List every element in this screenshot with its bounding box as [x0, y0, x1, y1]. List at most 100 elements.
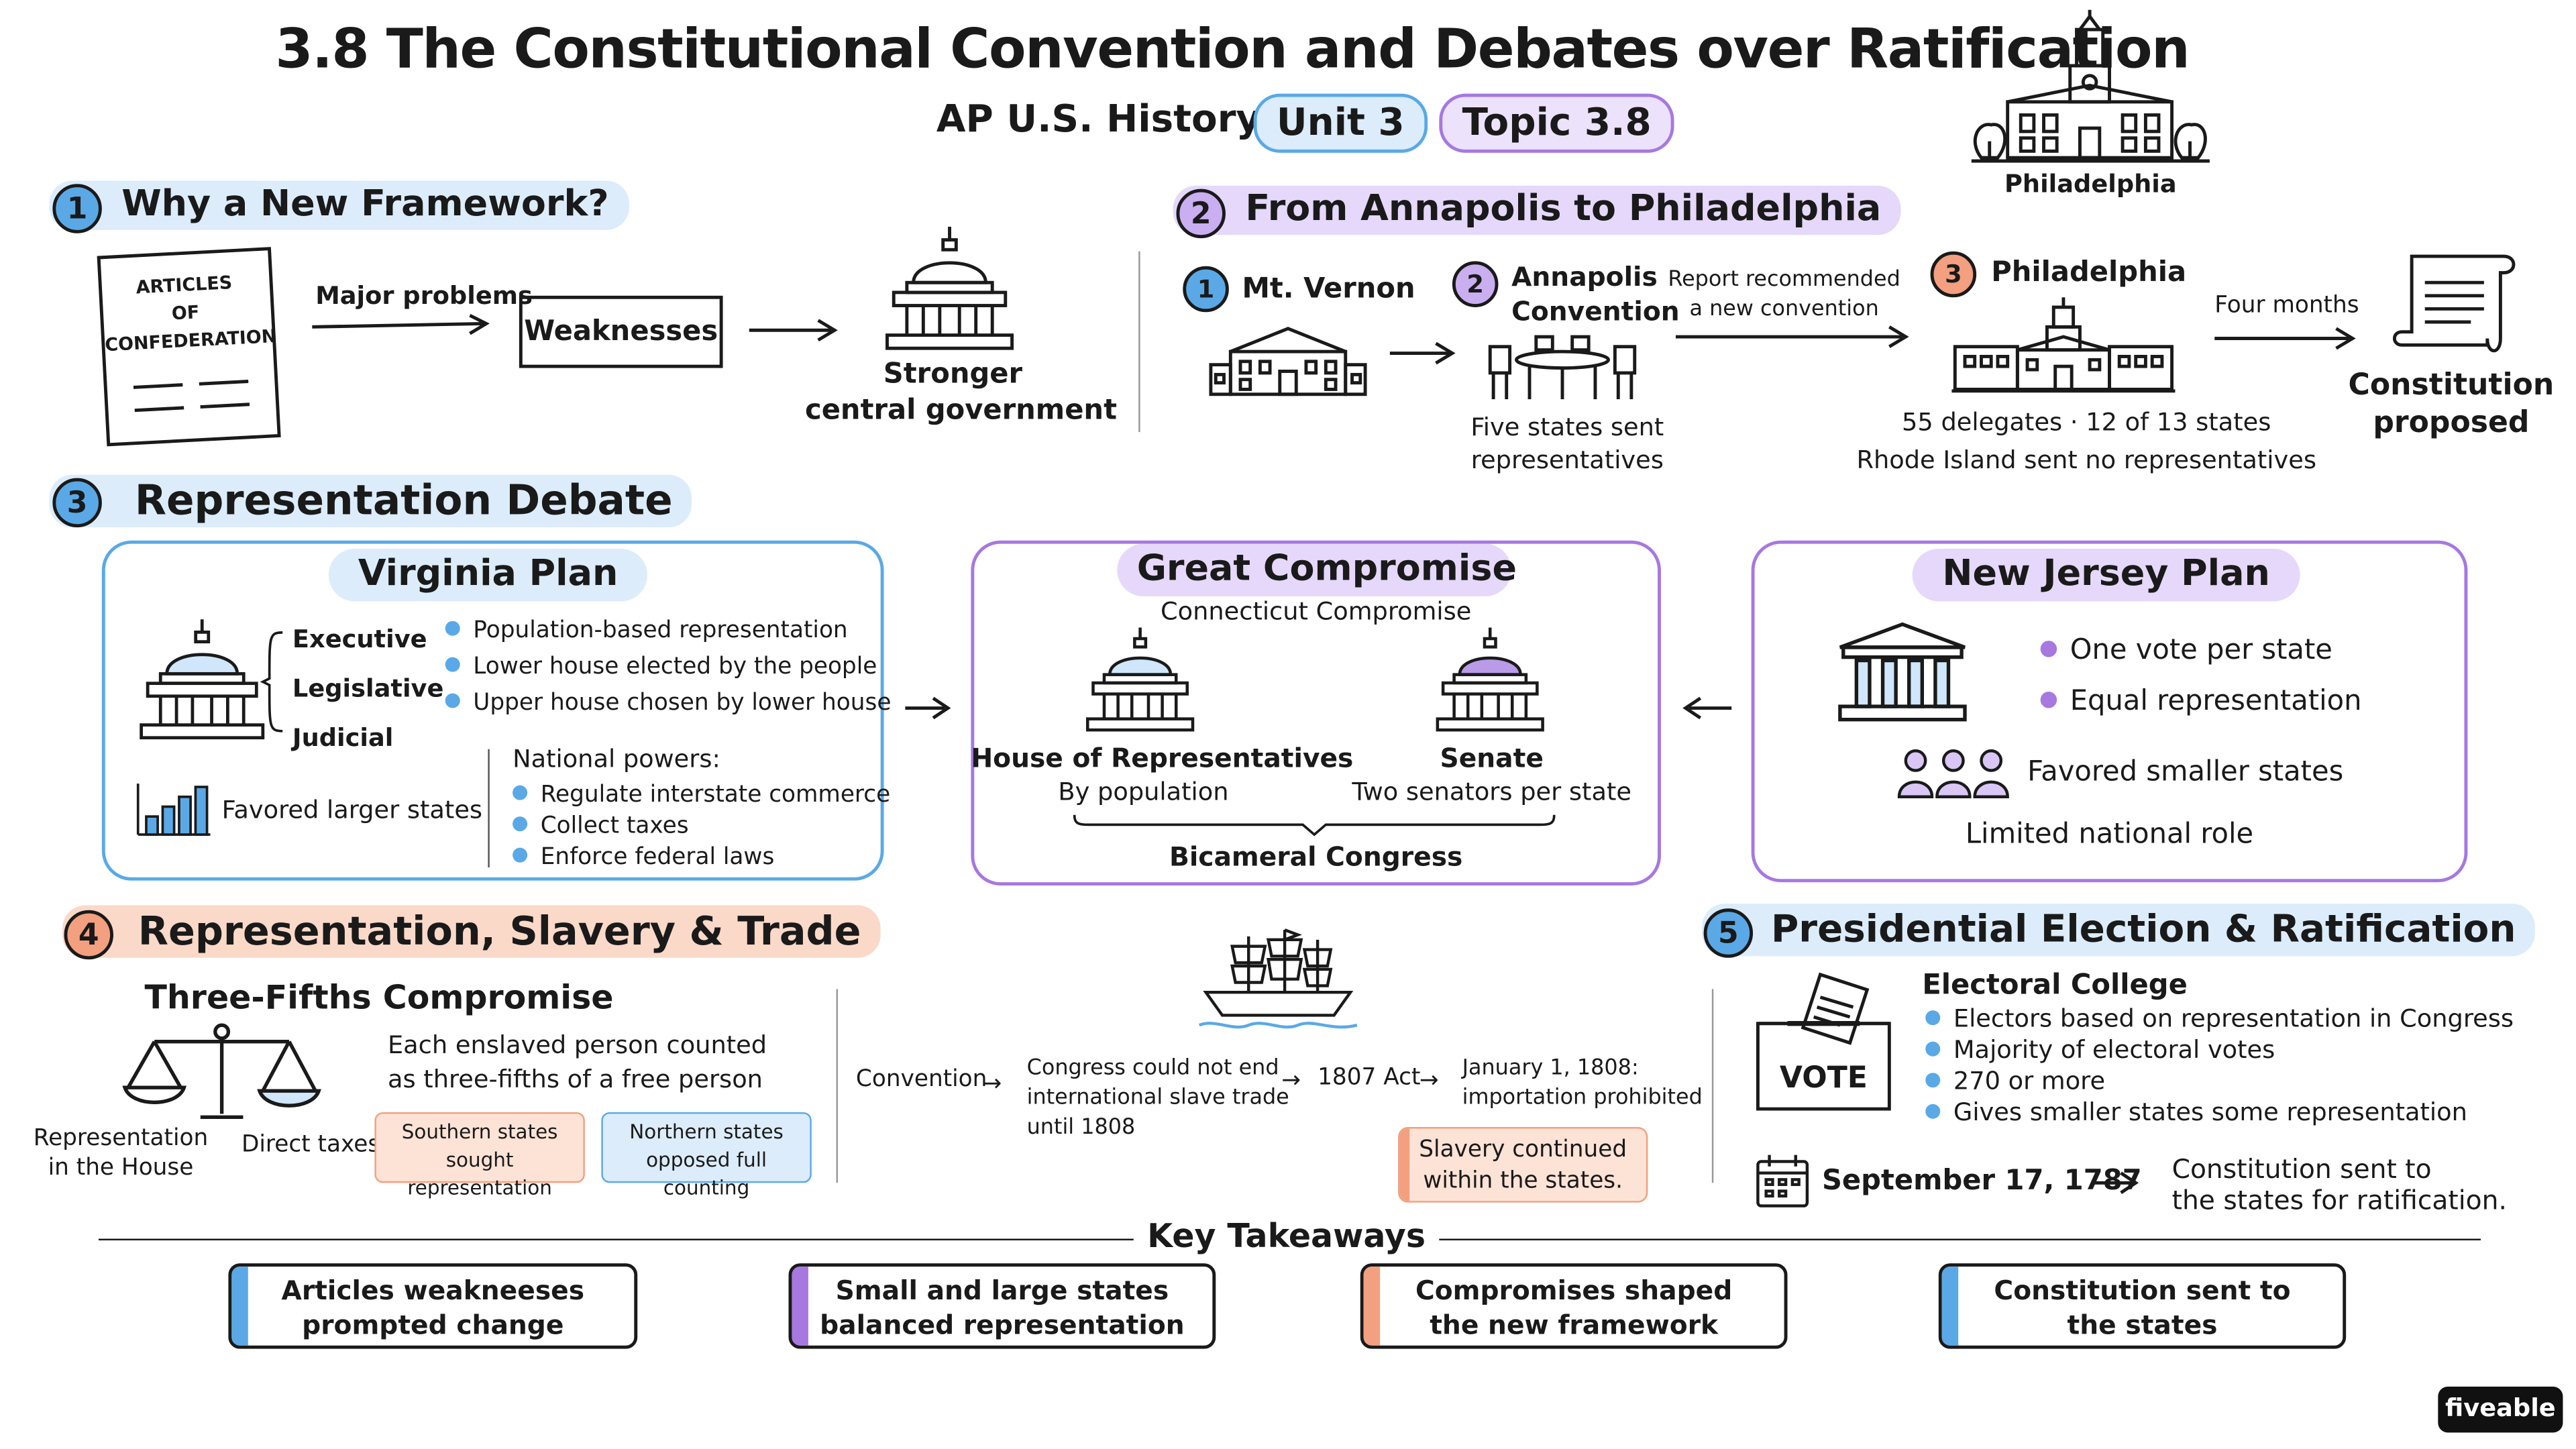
takeaway-line: the states — [2067, 1309, 2218, 1341]
constitution-scroll-icon — [2393, 254, 2516, 353]
vote-label: VOTE — [1779, 1061, 1868, 1096]
northern-line: opposed full counting — [646, 1148, 767, 1199]
result-line: Stronger — [883, 358, 1023, 391]
arrow-icon — [1389, 341, 1456, 365]
caption-line: Rhode Island sent no representatives — [1856, 445, 2316, 475]
list-item: Equal representation — [2040, 677, 2362, 728]
section4-title: Representation, Slavery & Trade — [138, 908, 861, 955]
description-line: Each enslaved person counted — [387, 1030, 767, 1060]
arrow-icon — [749, 319, 838, 342]
ballot-box-icon — [1756, 972, 1891, 1111]
slavery-line: Slavery continued — [1419, 1136, 1627, 1163]
constitution-proposed-label: Constitution proposed — [2346, 366, 2556, 442]
capitol-icon — [140, 619, 265, 740]
virginia-favored: Favored larger states — [221, 795, 483, 825]
signing-date: September 17, 1787 — [1821, 1165, 2142, 1198]
southern-line: Southern states — [401, 1120, 558, 1144]
divider — [1138, 251, 1140, 433]
section3-number: 3 — [52, 478, 102, 528]
southern-line: sought representation — [407, 1148, 552, 1199]
new-jersey-plan-panel — [1751, 540, 2468, 883]
virginia-plan-title: Virginia Plan — [328, 548, 648, 602]
annapolis-line: Annapolis — [1511, 261, 1658, 292]
house-label: House of Representatives — [971, 742, 1354, 774]
course-label: AP U.S. History — [936, 98, 1261, 142]
scale-left-line: in the House — [48, 1155, 194, 1181]
section5-title: Presidential Election & Ratification — [1771, 908, 2516, 951]
bar-chart-icon — [136, 784, 211, 836]
importation-date-text: January 1, 1808: importation prohibited — [1462, 1055, 1703, 1114]
ratification-text: Constitution sent to the states for rati… — [2172, 1153, 2507, 1216]
list-item: Lower house elected by the people — [445, 649, 892, 685]
list-item: Population-based representation — [445, 612, 892, 649]
arrow-right-icon — [905, 696, 951, 720]
takeaway-line: the new framework — [1430, 1309, 1719, 1341]
scale-left-line: Representation — [33, 1125, 209, 1152]
page-title: 3.8 The Constitutional Convention and De… — [275, 16, 2190, 81]
step2-number: 2 — [1452, 261, 1499, 307]
national-powers-list: Regulate interstate commerce Collect tax… — [513, 780, 890, 874]
branch-executive: Executive — [292, 624, 427, 654]
philadelphia-caption: 55 delegates · 12 of 13 states Rhode Isl… — [1848, 404, 2324, 480]
great-compromise-title: Great Compromise — [1117, 543, 1517, 596]
list-item: Upper house chosen by lower house — [445, 685, 891, 721]
section3-heading: Representation Debate — [49, 474, 693, 528]
scale-left-label: Representation in the House — [26, 1124, 215, 1183]
caption-line: representatives — [1470, 445, 1664, 475]
report-label: Report recommended a new convention — [1659, 266, 1909, 325]
section2-heading: From Annapolis to Philadelphia — [1173, 185, 1901, 235]
government-building-icon — [1838, 622, 1967, 722]
congress-limit-text: Congress could not end international sla… — [1027, 1055, 1289, 1143]
list-item: Electors based on representation in Cong… — [1925, 1004, 2514, 1035]
great-compromise-panel — [971, 540, 1661, 886]
divider — [488, 749, 490, 868]
northern-line: Northern states — [629, 1120, 784, 1144]
sailing-ship-icon — [1198, 928, 1358, 1029]
slavery-line: within the states. — [1423, 1168, 1623, 1195]
list-item: Enforce federal laws — [513, 843, 890, 874]
arrow-icon — [1675, 325, 1909, 348]
section1-title: Why a New Framework? — [121, 184, 609, 225]
national-powers-title: National powers: — [513, 744, 720, 774]
fiveable-logo[interactable]: fiveable — [2438, 1386, 2563, 1433]
unit-tag: Unit 3 — [1253, 93, 1428, 153]
new-jersey-plan-title: New Jersey Plan — [1912, 548, 2300, 602]
calendar-icon — [1756, 1155, 1809, 1208]
people-group-icon — [1897, 749, 2009, 798]
southern-states-box: Southern states sought representation — [374, 1112, 585, 1199]
branches-bracket — [260, 631, 283, 733]
nj-favored: Favored smaller states — [2027, 755, 2344, 789]
description-line: as three-fifths of a free person — [387, 1064, 763, 1095]
duration-label: Four months — [2214, 292, 2359, 319]
bicameral-congress-label: Bicameral Congress — [1169, 841, 1463, 873]
arrow-icon — [312, 314, 490, 335]
congress-line: until 1808 — [1026, 1115, 1136, 1140]
electoral-college-list: Electors based on representation in Cong… — [1925, 1004, 2514, 1128]
house-capitol-icon — [1085, 627, 1195, 732]
annapolis-label: Annapolis Convention — [1511, 260, 1680, 329]
three-fifths-title: Three-Fifths Compromise — [144, 977, 614, 1017]
capitol-icon — [885, 226, 1014, 350]
key-takeaways-title: Key Takeaways — [1133, 1216, 1440, 1256]
independence-hall-icon — [1951, 297, 2176, 393]
arrow-left-icon — [1682, 696, 1732, 720]
arrow-icon — [2214, 327, 2356, 350]
divider — [1711, 989, 1714, 1183]
electoral-college-title: Electoral College — [1922, 969, 2188, 1002]
outcome-line: proposed — [2373, 405, 2530, 441]
section2-title: From Annapolis to Philadelphia — [1245, 189, 1882, 230]
result-line: the states for ratification. — [2171, 1184, 2507, 1216]
arrow-icon — [2093, 1171, 2139, 1195]
problems-label: Major problems — [315, 280, 533, 311]
arrow-icon: → — [1419, 1067, 1439, 1095]
step1-number: 1 — [1183, 266, 1229, 313]
result-line: Constitution sent to — [2171, 1153, 2432, 1185]
balance-scale-icon — [122, 1023, 321, 1120]
slavery-continued-box: Slavery continued within the states. — [1398, 1127, 1648, 1203]
virginia-plan-panel — [101, 540, 884, 881]
great-compromise-subtitle: Connecticut Compromise — [1160, 596, 1472, 627]
independence-hall-icon — [1971, 9, 2210, 163]
philadelphia-label: Philadelphia — [1991, 256, 2187, 290]
